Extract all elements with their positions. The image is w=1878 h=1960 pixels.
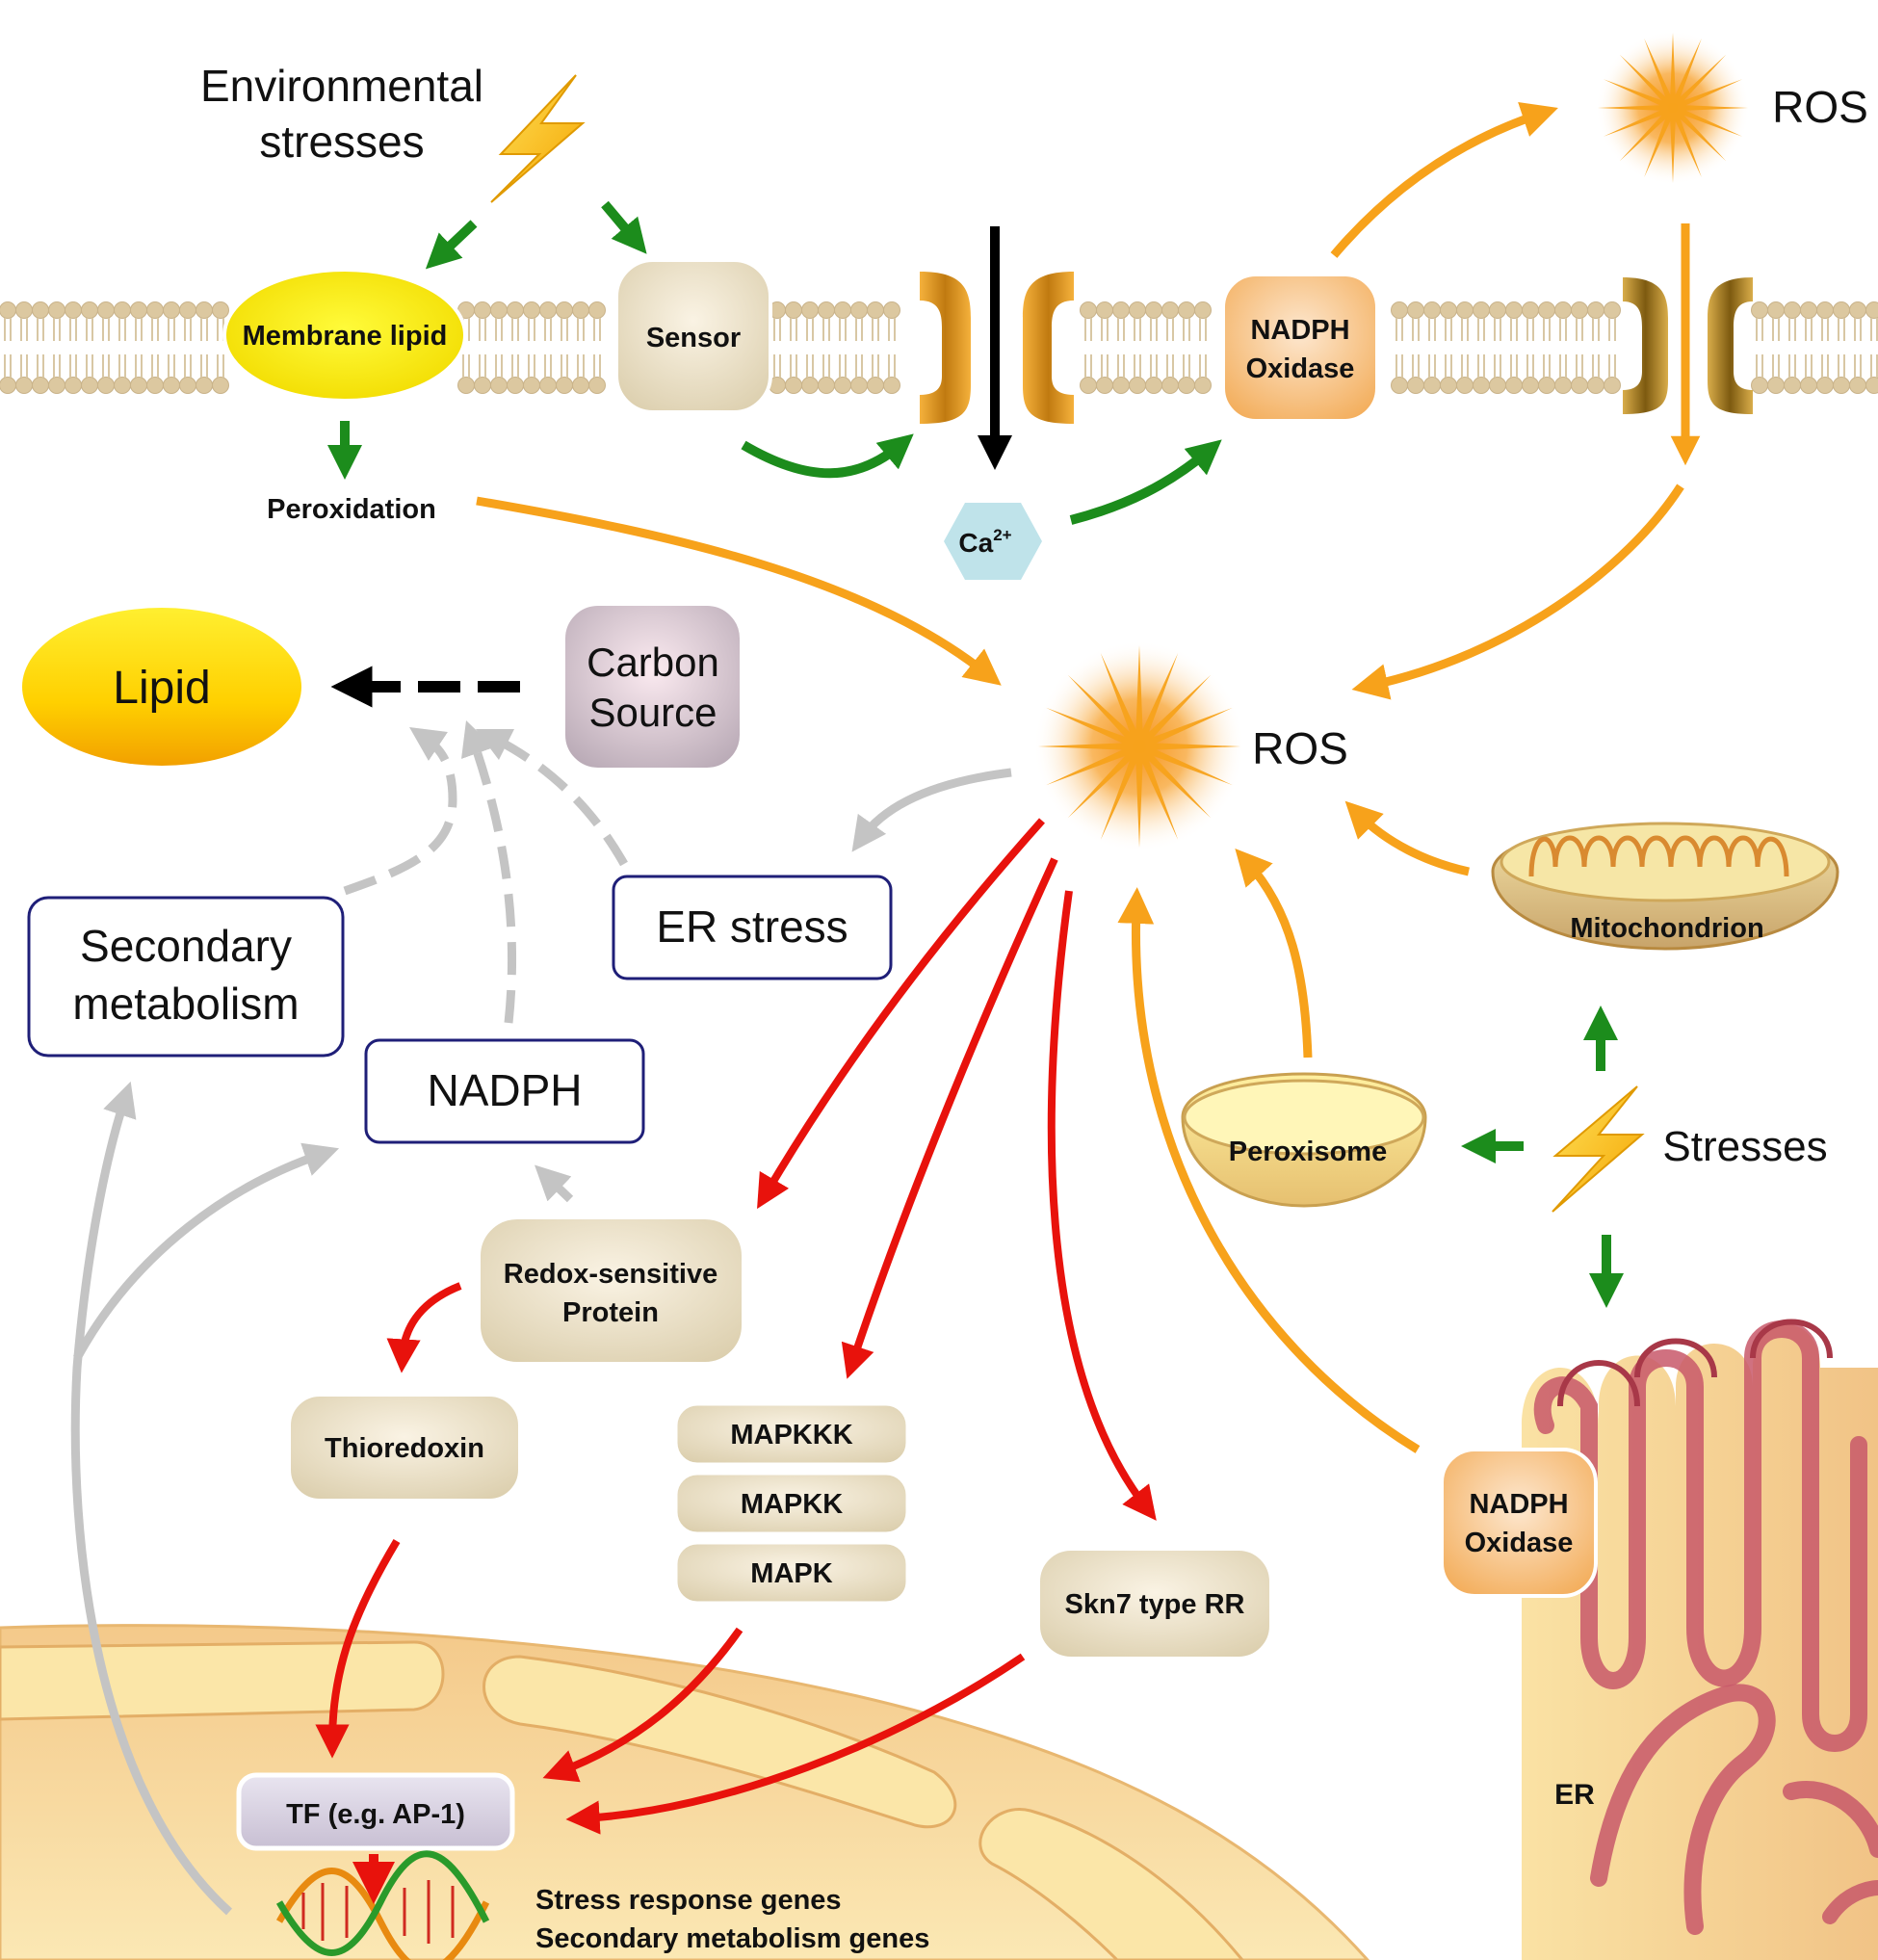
arrow-mitochondrion-to-ros <box>1344 800 1470 876</box>
sensor-label: Sensor <box>646 323 741 353</box>
redox-sensitive-protein-node <box>477 1215 745 1366</box>
lightning-bolt-icon <box>490 74 586 203</box>
arrow-nadph-oxidase-to-ros-top <box>1330 102 1558 258</box>
arrow-sensor-to-channel <box>741 433 914 479</box>
secondary-metabolism-label-line1: Secondary <box>80 921 292 971</box>
carbon-source-node <box>561 602 743 771</box>
redox-protein-label-line1: Redox-sensitive <box>504 1259 717 1290</box>
mapk-node <box>674 1541 909 1605</box>
ros-center-label: ROS <box>1252 723 1348 773</box>
mapkkk-node <box>674 1402 909 1466</box>
carbon-source-label-line2: Source <box>588 690 717 735</box>
er-stress-box <box>612 875 893 980</box>
lipid-node <box>22 608 301 766</box>
arrow-ros-to-skn7 <box>1047 890 1157 1521</box>
arrow-secondary-metabolism-to-lipid <box>343 727 457 896</box>
er-stress-label: ER stress <box>656 902 848 952</box>
arrow-thioredoxin-to-tf <box>315 1538 401 1759</box>
thioredoxin-label: Thioredoxin <box>325 1433 484 1464</box>
arrow-peroxisome-to-ros <box>1235 848 1313 1058</box>
calcium-channel-icon <box>920 272 1074 424</box>
nadph-oxidase-membrane-label-line1: NADPH <box>1250 315 1349 346</box>
skn7-label: Skn7 type RR <box>1065 1589 1245 1620</box>
redox-protein-label-line2: Protein <box>562 1297 659 1328</box>
arrow-mapk-to-tf <box>542 1627 743 1783</box>
skn7-node <box>1036 1547 1273 1660</box>
mitochondrion-label: Mitochondrion <box>1570 913 1763 944</box>
arrow-skn7-to-tf <box>565 1653 1026 1835</box>
arrow-redox-to-nadph <box>535 1164 574 1203</box>
calcium-ion-symbol: Ca <box>958 528 993 558</box>
arrow-redox-to-thioredoxin <box>386 1282 462 1373</box>
membrane-lipid-label: Membrane lipid <box>243 321 448 352</box>
arrow-stress-to-sensor <box>601 200 647 254</box>
lipid-label: Lipid <box>113 663 210 714</box>
ros-top-label: ROS <box>1772 82 1868 132</box>
ros-star-top-icon <box>1596 31 1750 185</box>
arrow-peroxidation-to-ros <box>476 496 1002 686</box>
peroxidation-label: Peroxidation <box>267 494 436 525</box>
arrow-stress-to-membrane-lipid <box>425 220 478 270</box>
arrow-channel-to-ros-center <box>1351 483 1684 700</box>
transcription-factor-label: TF (e.g. AP-1) <box>286 1799 465 1830</box>
nadph-oxidase-membrane-node <box>1221 273 1379 423</box>
mapkk-label: MAPKK <box>741 1489 843 1520</box>
genes-label-line1: Stress response genes <box>535 1885 842 1916</box>
secondary-metabolism-box <box>27 896 345 1058</box>
arrow-genes-to-nadph <box>73 1142 340 1361</box>
mitochondrion-node <box>1491 822 1839 951</box>
mapk-label: MAPK <box>750 1558 832 1589</box>
secondary-metabolism-label-line2: metabolism <box>72 979 299 1029</box>
arrow-er-nadph-oxidase-to-ros <box>1117 887 1421 1453</box>
nadph-box <box>364 1038 645 1144</box>
thioredoxin-node <box>287 1393 522 1503</box>
nadph-oxidase-er-label-line2: Oxidase <box>1465 1528 1574 1558</box>
ros-star-center-icon <box>1033 640 1245 852</box>
arrow-er-stress-to-lipid <box>475 728 628 867</box>
transcription-factor-node <box>236 1772 515 1851</box>
peroxisome-label: Peroxisome <box>1229 1137 1387 1167</box>
environmental-stresses-label-line1: Environmental <box>200 61 483 111</box>
mapkk-node <box>674 1472 909 1535</box>
calcium-ion-charge: 2+ <box>993 526 1011 544</box>
calcium-ion-node <box>944 503 1042 580</box>
carbon-source-label-line1: Carbon <box>587 640 719 685</box>
nadph-oxidase-membrane-label-line2: Oxidase <box>1246 353 1355 384</box>
arrow-genes-to-secondary-metabolism <box>70 1081 233 1916</box>
sensor-node <box>614 258 772 414</box>
stresses-label: Stresses <box>1662 1123 1827 1170</box>
er-label: ER <box>1554 1779 1595 1811</box>
genes-label-line2: Secondary metabolism genes <box>535 1923 929 1954</box>
peroxisome-node <box>1181 1072 1427 1208</box>
arrow-ros-to-er-stress <box>851 768 1012 852</box>
nadph-oxidase-er-label-line1: NADPH <box>1469 1489 1568 1520</box>
cell-membrane <box>0 301 1878 394</box>
nadph-oxidase-er-node <box>1440 1448 1598 1598</box>
arrow-nadph-to-lipid <box>461 720 517 1024</box>
membrane-lipid-node <box>222 268 467 403</box>
mapkkk-label: MAPKKK <box>730 1420 852 1450</box>
environmental-stresses-label-line2: stresses <box>259 117 424 167</box>
lightning-bolt-icon <box>1552 1085 1645 1213</box>
calcium-ion-label: Ca2+ <box>958 526 1011 558</box>
arrow-calcium-to-nadph-oxidase <box>1069 439 1222 525</box>
endoplasmic-reticulum <box>1522 1319 1878 1960</box>
arrow-ros-to-mapkkk <box>841 857 1058 1379</box>
arrow-ros-to-redox-protein <box>757 818 1045 1210</box>
nadph-label: NADPH <box>427 1065 582 1115</box>
ros-channel-icon <box>1623 277 1753 414</box>
